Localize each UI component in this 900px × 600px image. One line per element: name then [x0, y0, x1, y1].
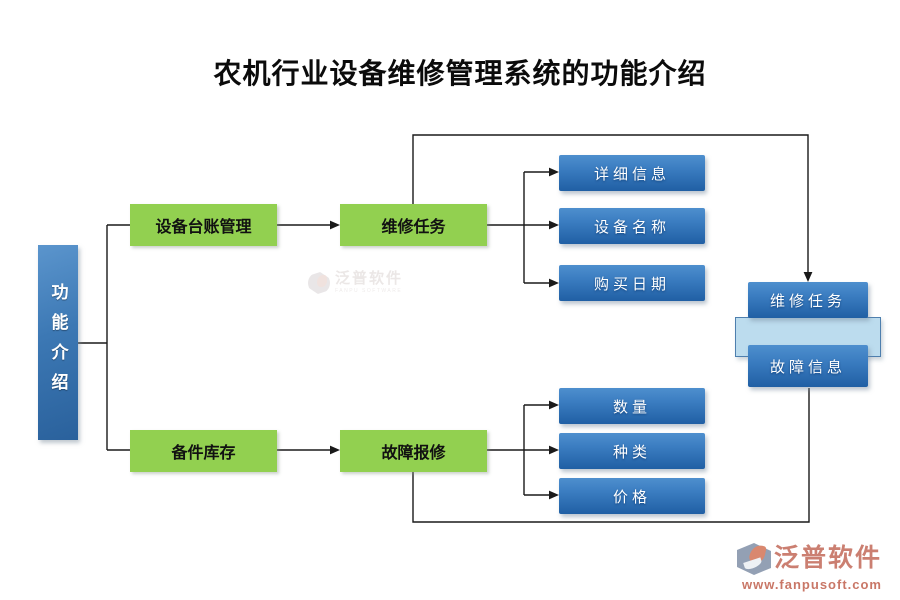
node-maintenance-task: 维修任务 — [340, 204, 487, 246]
node-detail-info: 详细信息 — [559, 155, 705, 191]
node-fault-report: 故障报修 — [340, 430, 487, 472]
node-price: 价格 — [559, 478, 705, 514]
watermark-subtext: FANPU SOFTWARE — [335, 288, 403, 294]
footer-brand-text: 泛普软件 — [773, 544, 882, 572]
node-equipment-name: 设备名称 — [559, 208, 705, 244]
node-category: 种类 — [559, 433, 705, 469]
node-result-maintenance-task: 维修任务 — [748, 282, 868, 318]
watermark-brand: 泛普软件 — [335, 271, 404, 287]
node-spare-parts-stock: 备件库存 — [130, 430, 277, 472]
fanpu-logo-icon — [736, 542, 772, 576]
fanpu-footer-logo: 泛普软件 www.fanpusoft.com — [736, 542, 882, 592]
watermark-logo-icon — [308, 272, 330, 294]
footer-url-text: www.fanpusoft.com — [741, 577, 882, 592]
node-result-fault-info: 故障信息 — [748, 345, 868, 387]
watermark: 泛普软件 FANPU SOFTWARE — [308, 272, 403, 294]
node-root-function-intro: 功能介绍 — [38, 245, 78, 440]
node-purchase-date: 购买日期 — [559, 265, 705, 301]
page-title: 农机行业设备维修管理系统的功能介绍 — [213, 59, 707, 90]
node-quantity: 数量 — [559, 388, 705, 424]
node-equipment-ledger: 设备台账管理 — [130, 204, 277, 246]
